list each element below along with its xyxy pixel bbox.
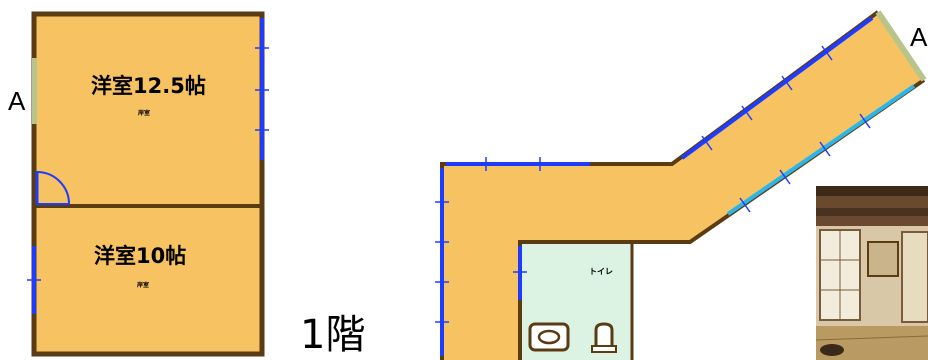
window-ticks — [435, 45, 871, 323]
interior-photo — [816, 186, 928, 360]
edge-label-right: A — [910, 22, 928, 52]
corridor-floor — [442, 12, 924, 360]
urinal-icon — [591, 322, 617, 353]
room-bottom-sub: 岸室 — [137, 282, 150, 289]
floor-label: 1階 — [300, 312, 366, 358]
room-bottom-name: 洋室10帖 — [94, 244, 187, 268]
room-top-sub: 岸室 — [138, 110, 151, 117]
toilet-wall — [520, 240, 634, 360]
room-top-name: 洋室12.5帖 — [91, 74, 206, 98]
left-plan — [27, 11, 269, 357]
outer-wall — [31, 11, 265, 357]
right-plan — [435, 10, 927, 360]
toilet-fixture-icon — [528, 322, 570, 352]
room-top-floor — [34, 14, 262, 206]
edge-a-marker-left — [32, 58, 37, 124]
window-diagonal-inner — [726, 84, 916, 216]
toilet-label: トイレ — [589, 267, 613, 276]
edge-label-left: A — [8, 86, 26, 116]
edge-a-marker-right — [875, 10, 927, 82]
window-diagonal-outer — [680, 16, 874, 160]
door-swing-icon — [36, 170, 71, 205]
room-bottom-floor — [34, 206, 262, 354]
